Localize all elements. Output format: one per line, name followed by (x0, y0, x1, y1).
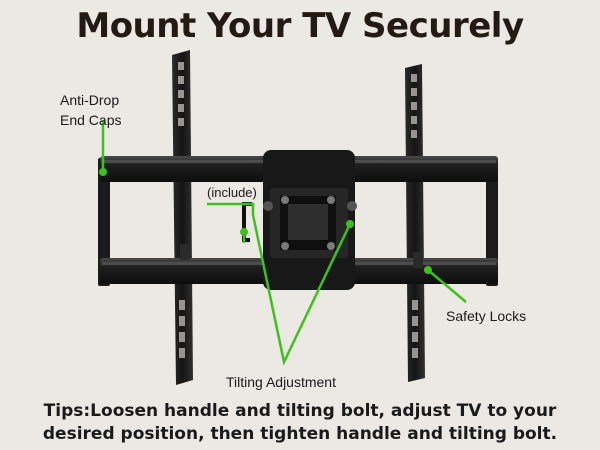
left-frame-end (98, 158, 110, 286)
callout-dots (99, 168, 432, 274)
safety-locks-label: Safety Locks (446, 308, 527, 324)
include-label: (include) (207, 185, 257, 200)
tips-line1: Tips:Loosen handle and tilting bolt, adj… (43, 401, 557, 421)
right-safety-lock (413, 252, 423, 268)
tips-text: Tips:Loosen handle and tilting bolt, adj… (0, 400, 600, 446)
anti-drop-line1: Anti-Drop (60, 92, 120, 108)
page-title: Mount Your TV Securely (76, 6, 524, 46)
tilting-adjustment-label: Tilting Adjustment (226, 374, 336, 390)
tips-line2: desired position, then tighten handle an… (42, 424, 558, 444)
right-vertical-arm (405, 64, 425, 382)
left-vertical-arm (172, 50, 193, 385)
anti-drop-end-caps-label: Anti-Drop End Caps (60, 90, 121, 130)
left-safety-lock (180, 244, 190, 260)
right-frame-end (486, 158, 498, 286)
center-tilt-bracket (263, 150, 357, 290)
anti-drop-line2: End Caps (60, 112, 122, 128)
